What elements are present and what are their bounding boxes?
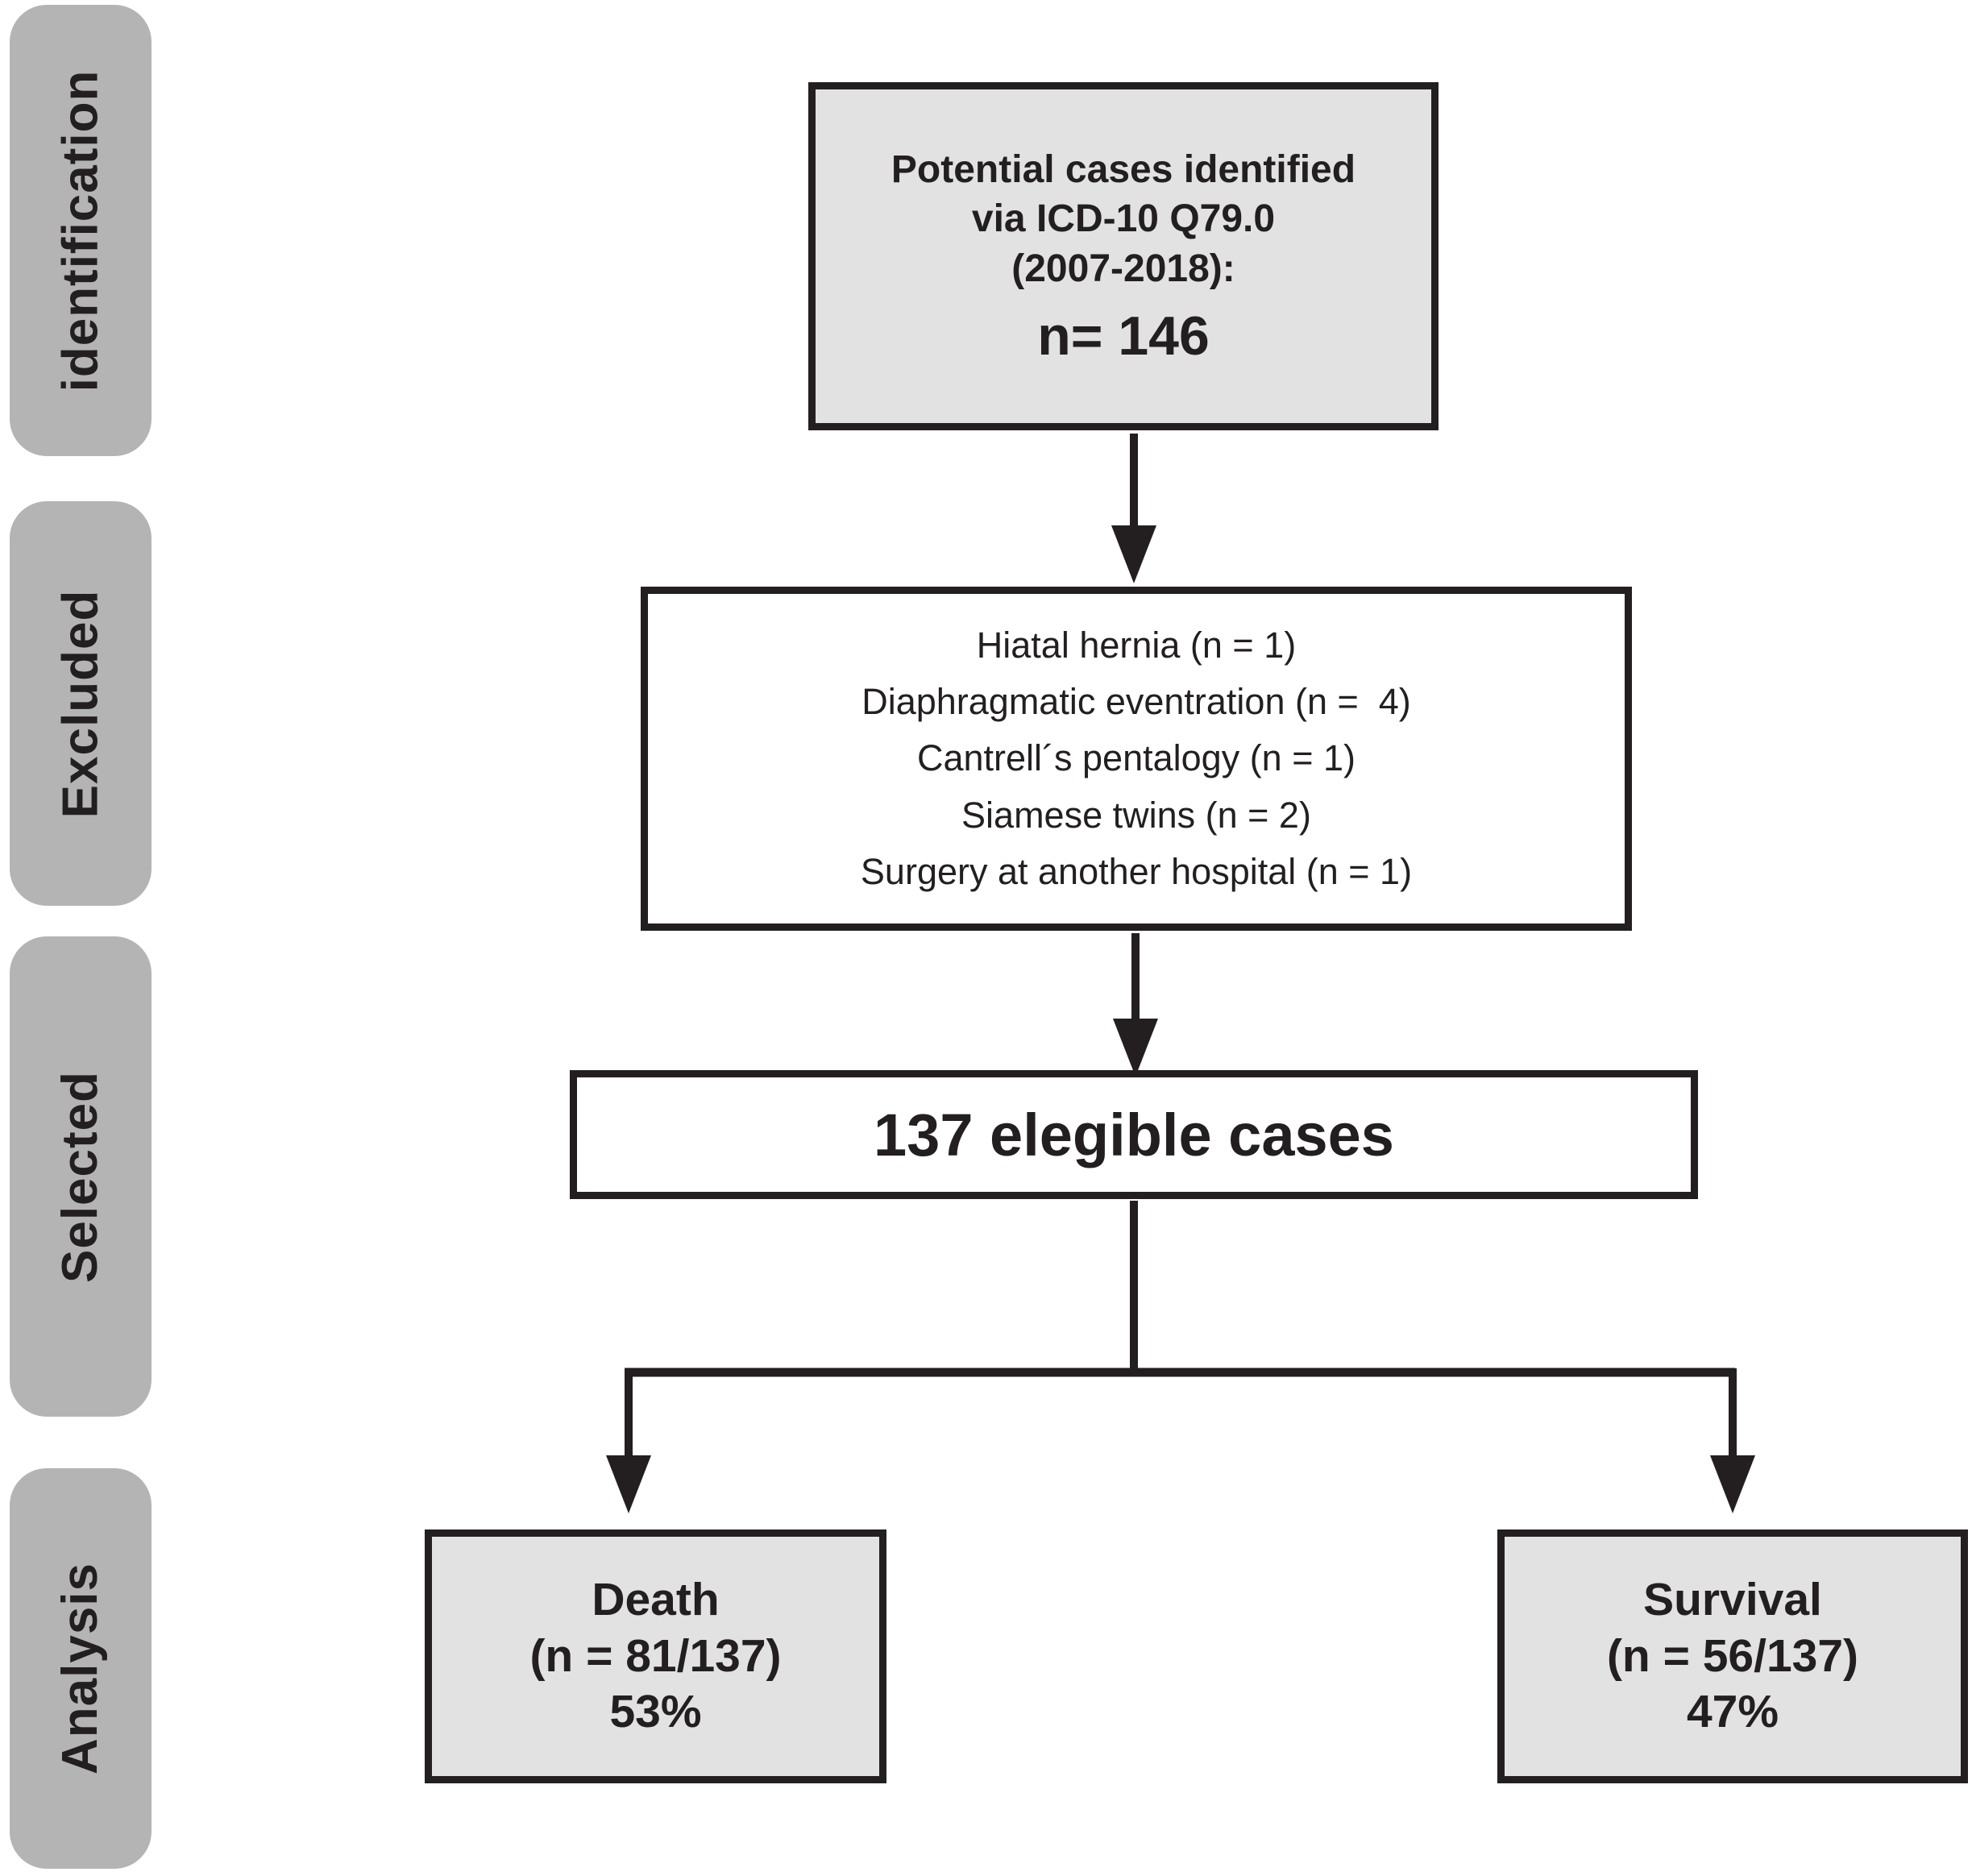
identified-line-2: via ICD-10 Q79.0 <box>971 197 1276 241</box>
identified-cases-box: Potential cases identified via ICD-10 Q7… <box>808 82 1439 430</box>
excluded-item: Diaphragmatic eventration (n = 4) <box>861 681 1411 723</box>
arrow-identified-to-excluded <box>1111 434 1156 583</box>
stage-label-identification-text: identification <box>52 69 109 392</box>
eligible-cases-box: 137 elegible cases <box>570 1070 1698 1199</box>
stage-label-analysis-text: Analysis <box>52 1562 109 1775</box>
arrow-excluded-to-eligible <box>1113 933 1158 1077</box>
death-outcome-box: Death (n = 81/137) 53% <box>425 1529 886 1783</box>
stage-label-analysis: Analysis <box>10 1468 152 1869</box>
identified-line-3: (2007-2018): <box>1011 247 1235 290</box>
excluded-reasons-box: Hiatal hernia (n = 1) Diaphragmatic even… <box>641 587 1632 931</box>
excluded-item: Siamese twins (n = 2) <box>961 794 1311 836</box>
survival-title: Survival <box>1643 1574 1822 1626</box>
survival-outcome-box: Survival (n = 56/137) 47% <box>1497 1529 1968 1783</box>
death-n: (n = 81/137) <box>529 1629 782 1682</box>
eligible-cases-text: 137 elegible cases <box>874 1101 1394 1168</box>
survival-percent: 47% <box>1686 1686 1779 1738</box>
stage-label-selected: Selected <box>10 936 152 1417</box>
stage-label-excluded: Excluded <box>10 501 152 906</box>
survival-n: (n = 56/137) <box>1606 1629 1859 1682</box>
identified-line-1: Potential cases identified <box>891 147 1356 191</box>
stage-label-selected-text: Selected <box>52 1070 109 1283</box>
excluded-item: Surgery at another hospital (n = 1) <box>860 850 1413 892</box>
death-title: Death <box>592 1574 720 1626</box>
excluded-item: Hiatal hernia (n = 1) <box>976 625 1297 666</box>
death-percent: 53% <box>609 1686 702 1738</box>
excluded-item: Cantrell´s pentalogy (n = 1) <box>916 737 1356 779</box>
stage-label-excluded-text: Excluded <box>52 589 109 818</box>
stage-label-identification: identification <box>10 5 152 456</box>
branch-eligible-to-outcomes <box>606 1201 1755 1513</box>
identified-count: n= 146 <box>1037 305 1210 367</box>
